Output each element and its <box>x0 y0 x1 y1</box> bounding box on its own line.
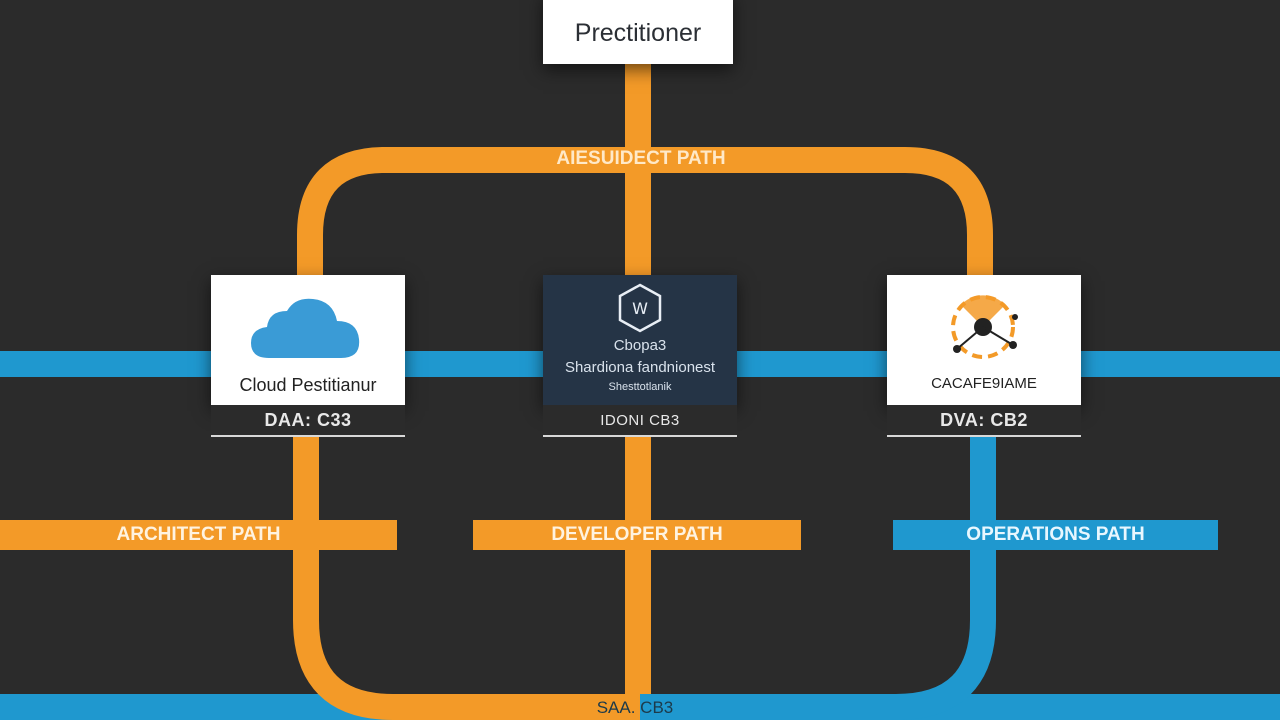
path-label: OPERATIONS PATH <box>966 524 1145 545</box>
card-subtitle: Shardiona fandnionest <box>564 359 716 376</box>
card-code: IDONI CB3 <box>600 411 680 429</box>
operations-path-bar[interactable]: OPERATIONS PATH <box>893 520 1218 550</box>
card-code: DAA: C33 <box>264 409 352 430</box>
card-code-bar: DVA: CB2 <box>887 405 1081 437</box>
architect-path-bar[interactable]: ARCHITECT PATH <box>0 520 397 550</box>
card-code-bar: DAA: C33 <box>211 405 405 437</box>
hexagon-logo-icon: W <box>618 283 662 333</box>
svg-text:W: W <box>632 299 648 318</box>
developer-card[interactable]: W Cbopa3 Shardiona fandnionest Shesttotl… <box>543 275 737 405</box>
operations-card[interactable]: CACAFE9IAME <box>887 275 1081 405</box>
blue-right-down <box>640 437 996 720</box>
card-title: Cloud Pestitianur <box>239 375 377 395</box>
developer-path-bar[interactable]: DEVELOPER PATH <box>473 520 801 550</box>
cloud-icon <box>251 298 360 358</box>
practitioner-box[interactable]: Prectitioner <box>543 0 733 64</box>
card-code-bar: IDONI CB3 <box>543 405 737 437</box>
bottom-label: SAA. CB3 <box>596 698 674 717</box>
orange-arch <box>297 147 993 285</box>
gear-network-icon <box>951 295 1018 359</box>
practitioner-title: Prectitioner <box>574 19 702 47</box>
cloud-practitioner-card[interactable]: Cloud Pestitianur <box>211 275 405 405</box>
orange-middle-down <box>625 437 651 707</box>
orange-left-down <box>293 437 640 720</box>
arc-path-label: AIESUIDECT PATH <box>556 148 726 169</box>
card-code: DVA: CB2 <box>940 409 1028 430</box>
path-label: DEVELOPER PATH <box>551 524 723 545</box>
path-label: ARCHITECT PATH <box>116 524 281 545</box>
orange-top-vertical <box>625 60 651 290</box>
card-title: CACAFE9IAME <box>931 375 1037 392</box>
card-tiny-text: Shesttotlanik <box>608 381 672 393</box>
card-title: Cbopa3 <box>613 337 667 354</box>
